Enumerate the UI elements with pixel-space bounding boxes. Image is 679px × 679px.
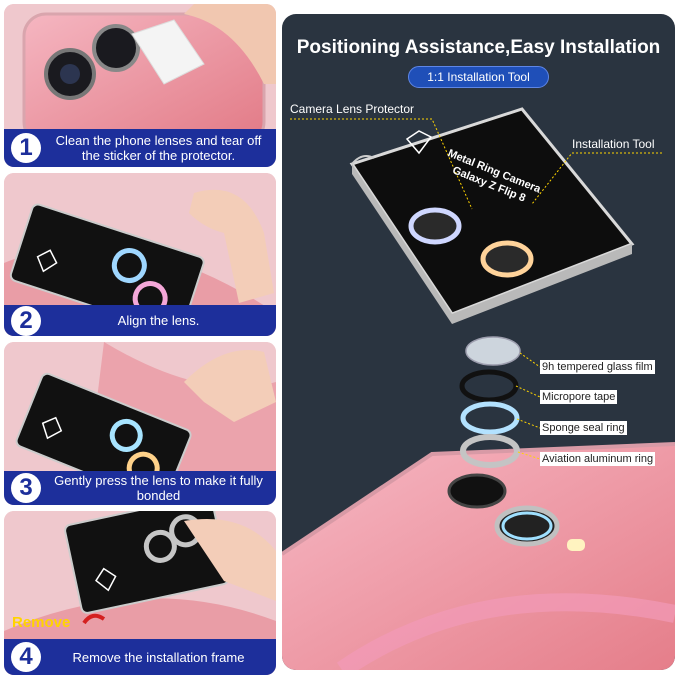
step-text-1: Clean the phone lenses and tear off the …	[55, 133, 262, 163]
step-bar-3: 3 Gently press the lens to make it fully…	[4, 471, 276, 505]
step-panel-3: 3 Gently press the lens to make it fully…	[4, 342, 276, 505]
step-panel-4: 4 Remove the installation frame	[4, 511, 276, 675]
step-bar-2: 2 Align the lens.	[4, 305, 276, 336]
step-number-1: 1	[11, 133, 41, 163]
panel-title: Positioning Assistance,Easy Installation	[296, 37, 661, 58]
step-panel-2: 2 Align the lens.	[4, 173, 276, 336]
step-text-2: Align the lens.	[117, 313, 200, 328]
step-number-2: 2	[11, 305, 41, 336]
step-1-photo	[4, 4, 276, 167]
step-number-4: 4	[11, 642, 41, 672]
layer-label-micropore-tape: Micropore tape	[540, 390, 618, 404]
layer-label-aluminum-ring: Aviation aluminum ring	[540, 452, 656, 466]
layer-label-sponge-seal-ring: Sponge seal ring	[540, 421, 627, 435]
installation-tool-badge: 1:1 Installation Tool	[408, 66, 549, 88]
installation-tool-label: Installation Tool	[572, 137, 655, 151]
layer-label-glass-film: 9h tempered glass film	[540, 360, 655, 374]
camera-lens-protector-label: Camera Lens Protector	[290, 102, 415, 116]
step-panel-1: 1 Clean the phone lenses and tear off th…	[4, 4, 276, 167]
installation-illustration	[282, 107, 675, 670]
installation-panel: Positioning Assistance,Easy Installation…	[282, 14, 675, 670]
step-text-4: Remove the installation frame	[72, 649, 245, 665]
step-bar-1: 1 Clean the phone lenses and tear off th…	[4, 129, 276, 167]
remove-label: Remove	[12, 614, 71, 631]
step-bar-4: 4 Remove the installation frame	[4, 639, 276, 675]
step-number-3: 3	[11, 473, 41, 503]
step-text-3: Gently press the lens to make it fully b…	[54, 473, 263, 503]
